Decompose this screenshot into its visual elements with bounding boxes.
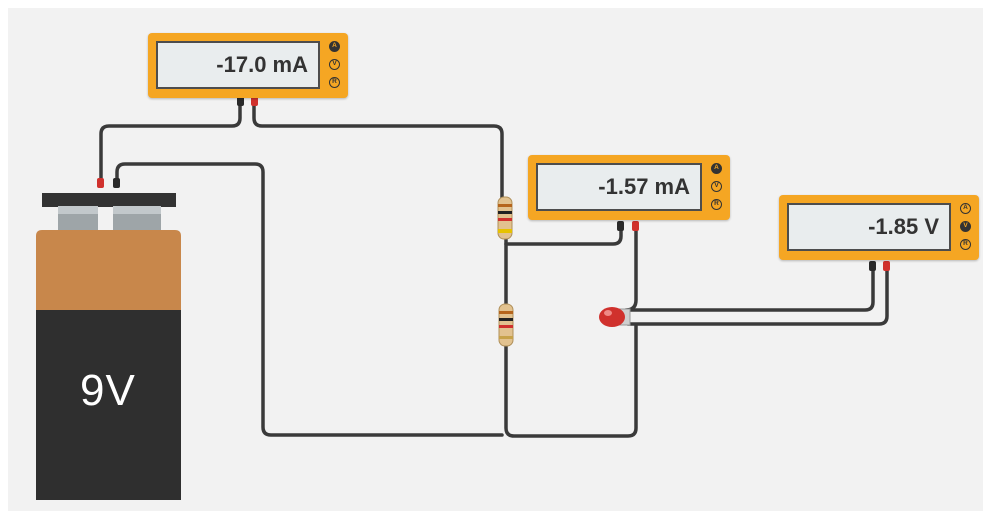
mode-ohmmeter-icon[interactable]: R: [711, 199, 722, 210]
mode-ammeter-icon[interactable]: A: [960, 203, 971, 214]
wire-junction-to-meter2: [504, 224, 623, 246]
battery-9v[interactable]: [36, 193, 181, 500]
probe-tips: [97, 96, 890, 271]
multimeter-3[interactable]: -1.85 V A V R: [779, 195, 979, 260]
led[interactable]: [599, 307, 631, 327]
mode-ohmmeter-icon[interactable]: R: [960, 239, 971, 250]
mode-ammeter-icon[interactable]: A: [329, 41, 340, 52]
battery-label: 9V: [80, 366, 136, 415]
mode-voltmeter-icon[interactable]: V: [711, 181, 722, 192]
mode-ammeter-icon[interactable]: A: [711, 163, 722, 174]
mode-ohmmeter-icon[interactable]: R: [329, 77, 340, 88]
wire-meter3-red: [626, 264, 889, 326]
resistor-2[interactable]: [498, 303, 514, 347]
wire-resistor2-to-bottom: [504, 324, 638, 438]
wire-meter1-to-resistor1: [252, 98, 504, 200]
multimeter-3-display: -1.85 V: [787, 203, 951, 251]
multimeter-2[interactable]: -1.57 mA A V R: [528, 155, 730, 220]
wire-meter3-black: [626, 264, 875, 312]
multimeter-1[interactable]: -17.0 mA A V R: [148, 33, 348, 98]
mode-voltmeter-icon[interactable]: V: [960, 221, 971, 232]
wire-battery-neg-return: [115, 162, 504, 437]
wire-meter2-to-led: [624, 224, 638, 312]
resistor-1[interactable]: [497, 196, 513, 240]
wire-battery-pos-to-meter1: [99, 98, 242, 184]
multimeter-2-display: -1.57 mA: [536, 163, 702, 211]
multimeter-1-display: -17.0 mA: [156, 41, 320, 89]
mode-voltmeter-icon[interactable]: V: [329, 59, 340, 70]
